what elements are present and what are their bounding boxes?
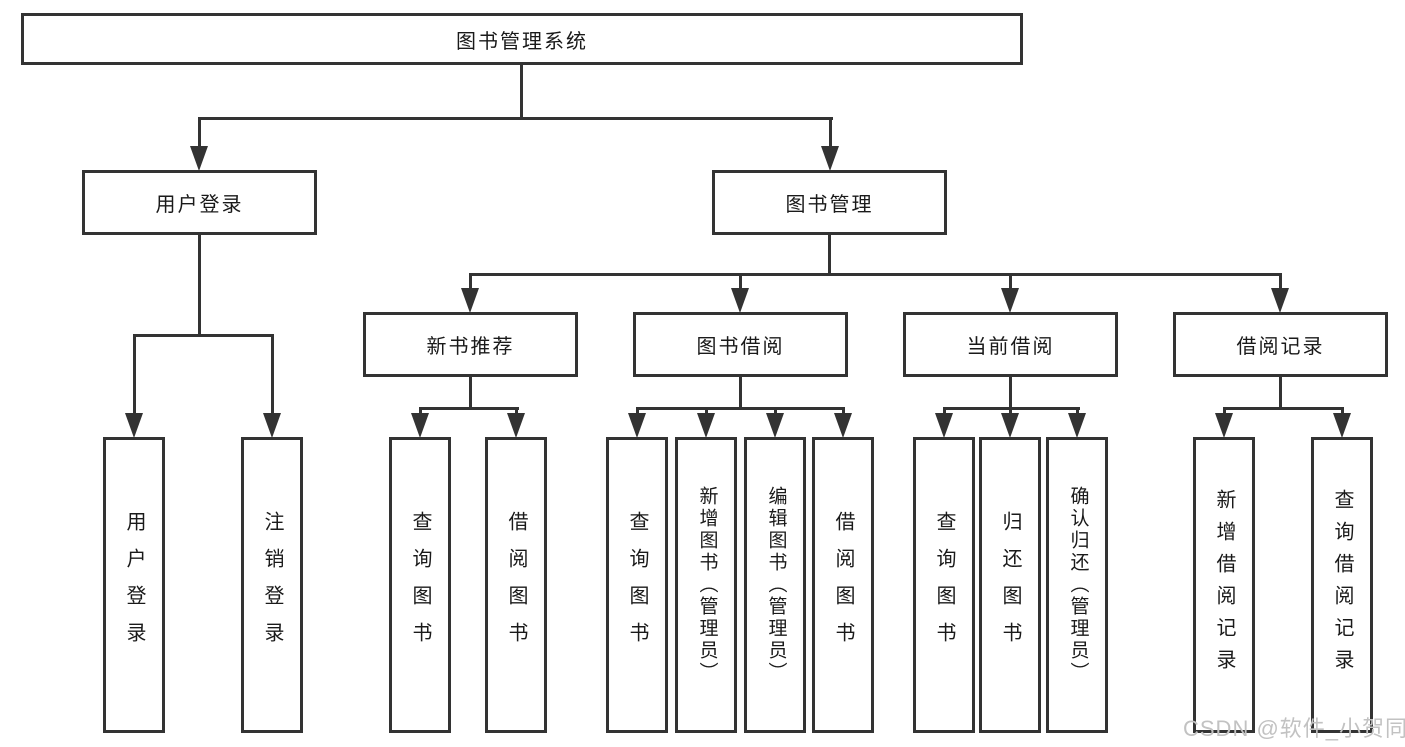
connector-line <box>1279 273 1282 292</box>
leaf-label: 编辑图书（管理员） <box>765 486 787 684</box>
node-label: 图书管理 <box>785 194 874 216</box>
connector-line <box>1279 377 1282 410</box>
connector-line <box>198 235 201 337</box>
leaf-label: 归还图书 <box>999 511 1021 659</box>
connector-line <box>828 235 831 276</box>
leaf-label: 借阅图书 <box>832 511 854 659</box>
connector-arrowhead <box>461 288 479 313</box>
connector-line <box>1341 407 1344 417</box>
connector-line <box>469 273 472 292</box>
connector-line <box>739 377 742 410</box>
connector-arrowhead <box>1271 288 1289 313</box>
leaf-query-books: 查询图书 <box>389 437 451 733</box>
leaf-label: 用户登录 <box>123 511 145 659</box>
connector-arrowhead <box>125 413 143 438</box>
connector-arrowhead <box>935 413 953 438</box>
node-book-management: 图书管理 <box>712 170 947 235</box>
leaf-user-login: 用户登录 <box>103 437 165 733</box>
leaf-label: 借阅图书 <box>505 511 527 659</box>
node-label: 借阅记录 <box>1236 336 1325 358</box>
leaf-label: 查询图书 <box>626 511 648 659</box>
connector-arrowhead <box>1001 288 1019 313</box>
connector-line <box>705 407 708 417</box>
connector-arrowhead <box>1333 413 1351 438</box>
connector-line <box>133 334 136 415</box>
connector-line <box>842 407 845 417</box>
connector-line <box>198 117 201 149</box>
connector-arrowhead <box>411 413 429 438</box>
connector-arrowhead <box>628 413 646 438</box>
node-new-book-recommend: 新书推荐 <box>363 312 578 377</box>
connector-arrowhead <box>821 146 839 171</box>
connector-line <box>133 334 274 337</box>
leaf-query-books-2: 查询图书 <box>606 437 668 733</box>
leaf-borrow-books-2: 借阅图书 <box>812 437 874 733</box>
leaf-logout: 注销登录 <box>241 437 303 733</box>
connector-line <box>636 407 845 410</box>
connector-line <box>419 407 422 417</box>
connector-line <box>520 64 523 120</box>
node-label: 新书推荐 <box>426 336 515 358</box>
leaf-label: 注销登录 <box>261 511 283 659</box>
connector-line <box>1223 407 1344 410</box>
connector-arrowhead <box>1215 413 1233 438</box>
connector-line <box>829 117 832 149</box>
leaf-label: 新增图书（管理员） <box>696 486 718 684</box>
node-label: 图书借阅 <box>696 336 785 358</box>
connector-line <box>1223 407 1226 417</box>
csdn-watermark: CSDN @软件_小贺同学 <box>1183 716 1405 741</box>
node-label: 用户登录 <box>155 194 244 216</box>
connector-arrowhead <box>766 413 784 438</box>
connector-line <box>198 117 833 120</box>
leaf-label: 查询图书 <box>409 511 431 659</box>
leaf-edit-book-admin: 编辑图书（管理员） <box>744 437 806 733</box>
node-user-login: 用户登录 <box>82 170 317 235</box>
connector-line <box>774 407 777 417</box>
connector-arrowhead <box>507 413 525 438</box>
leaf-label: 查询借阅记录 <box>1331 489 1353 681</box>
connector-line <box>1009 273 1012 292</box>
node-book-borrow: 图书借阅 <box>633 312 848 377</box>
node-label: 图书管理系统 <box>456 30 588 53</box>
connector-line <box>515 407 518 417</box>
leaf-return-book: 归还图书 <box>979 437 1041 733</box>
leaf-query-borrow-record: 查询借阅记录 <box>1311 437 1373 733</box>
connector-arrowhead <box>731 288 749 313</box>
node-label: 当前借阅 <box>966 336 1055 358</box>
connector-line <box>271 334 274 415</box>
connector-line <box>469 273 1282 276</box>
connector-arrowhead <box>1001 413 1019 438</box>
connector-arrowhead <box>263 413 281 438</box>
connector-arrowhead <box>1068 413 1086 438</box>
leaf-label: 确认归还（管理员） <box>1067 486 1089 684</box>
connector-line <box>1009 377 1012 410</box>
connector-line <box>1009 407 1012 417</box>
connector-line <box>1076 407 1079 417</box>
connector-line <box>739 273 742 292</box>
connector-line <box>419 407 519 410</box>
leaf-borrow-books: 借阅图书 <box>485 437 547 733</box>
node-current-borrow: 当前借阅 <box>903 312 1118 377</box>
node-library-system: 图书管理系统 <box>21 13 1023 65</box>
connector-arrowhead <box>190 146 208 171</box>
node-borrow-records: 借阅记录 <box>1173 312 1388 377</box>
leaf-add-borrow-record: 新增借阅记录 <box>1193 437 1255 733</box>
leaf-add-book-admin: 新增图书（管理员） <box>675 437 737 733</box>
connector-arrowhead <box>834 413 852 438</box>
connector-arrowhead <box>697 413 715 438</box>
leaf-query-books-3: 查询图书 <box>913 437 975 733</box>
leaf-label: 新增借阅记录 <box>1213 489 1235 681</box>
leaf-confirm-return-admin: 确认归还（管理员） <box>1046 437 1108 733</box>
leaf-label: 查询图书 <box>933 511 955 659</box>
connector-line <box>636 407 639 417</box>
connector-line <box>469 377 472 410</box>
connector-line <box>943 407 946 417</box>
